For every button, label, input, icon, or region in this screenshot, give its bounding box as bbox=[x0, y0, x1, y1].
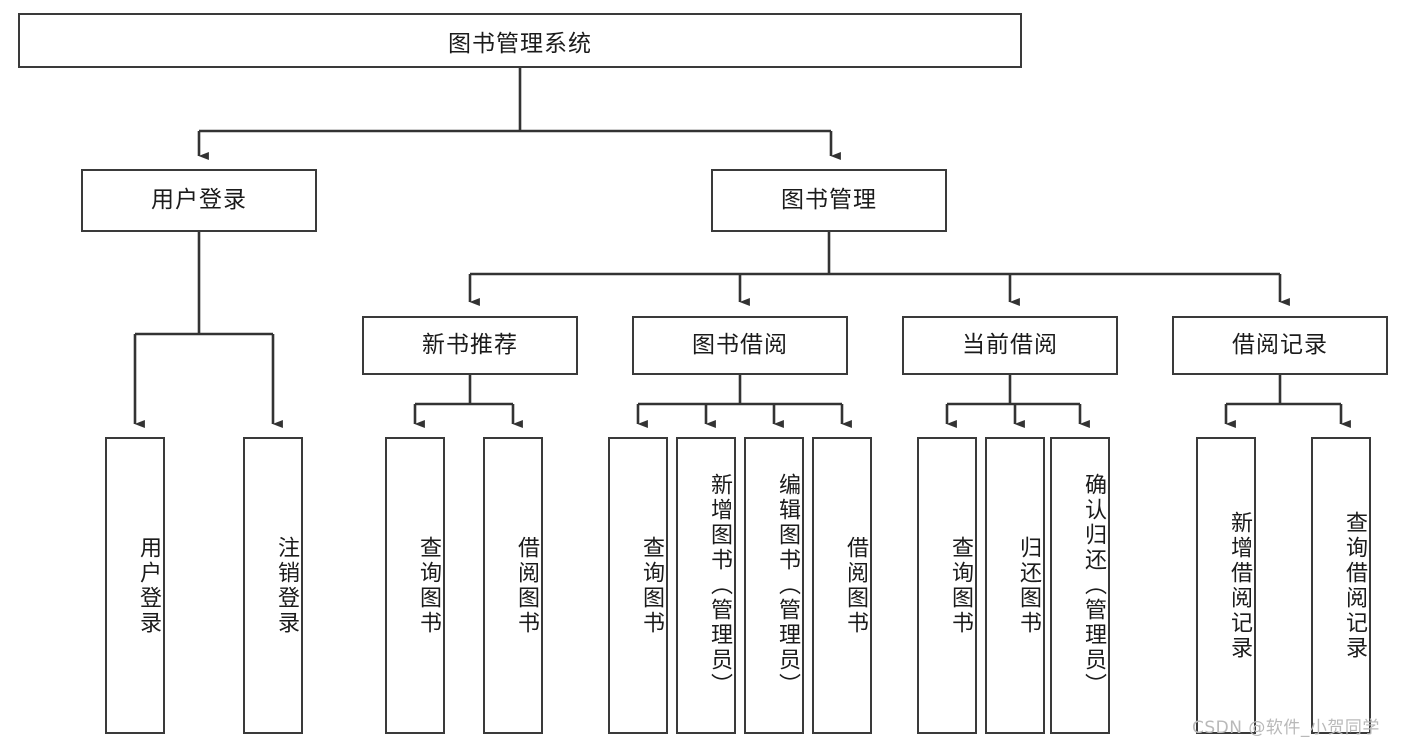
leaf-user-login[interactable]: 用户登录 bbox=[105, 437, 165, 734]
leaf-borrow-book[interactable]: 借阅图书 bbox=[812, 437, 872, 734]
node-borrow-record[interactable]: 借阅记录 bbox=[1172, 316, 1388, 375]
leaf-confirm-return-admin[interactable]: 确认归还（管理员） bbox=[1050, 437, 1110, 734]
leaf-query-book-borrow[interactable]: 查询图书 bbox=[608, 437, 668, 734]
leaf-add-book-admin[interactable]: 新增图书（管理员） bbox=[676, 437, 736, 734]
leaf-query-book-current[interactable]: 查询图书 bbox=[917, 437, 977, 734]
leaf-query-book-recommend[interactable]: 查询图书 bbox=[385, 437, 445, 734]
node-new-book-recommend[interactable]: 新书推荐 bbox=[362, 316, 578, 375]
leaf-edit-book-admin[interactable]: 编辑图书（管理员） bbox=[744, 437, 804, 734]
node-book-borrow[interactable]: 图书借阅 bbox=[632, 316, 848, 375]
leaf-query-borrow-record[interactable]: 查询借阅记录 bbox=[1311, 437, 1371, 734]
leaf-return-book[interactable]: 归还图书 bbox=[985, 437, 1045, 734]
leaf-borrow-book-recommend[interactable]: 借阅图书 bbox=[483, 437, 543, 734]
node-book-manage[interactable]: 图书管理 bbox=[711, 169, 947, 232]
csdn-watermark: CSDN @软件_小贺同学 bbox=[1192, 718, 1380, 738]
node-root-system[interactable]: 图书管理系统 bbox=[18, 13, 1022, 68]
node-user-login[interactable]: 用户登录 bbox=[81, 169, 317, 232]
node-current-borrow[interactable]: 当前借阅 bbox=[902, 316, 1118, 375]
leaf-add-borrow-record[interactable]: 新增借阅记录 bbox=[1196, 437, 1256, 734]
leaf-logout-login[interactable]: 注销登录 bbox=[243, 437, 303, 734]
